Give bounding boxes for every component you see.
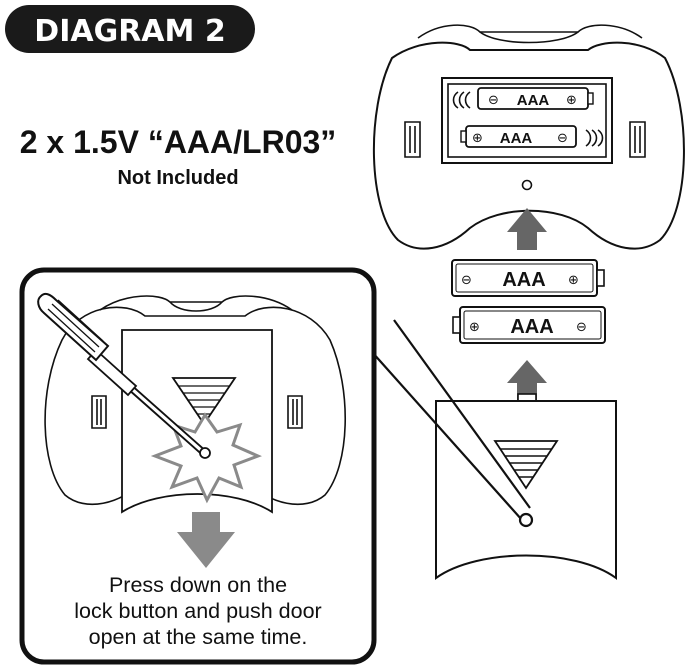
door-triangle-grip-icon bbox=[493, 440, 559, 490]
loose-battery-lower: ⊕ AAA ⊖ bbox=[452, 306, 606, 344]
battery-type-label: AAA bbox=[502, 269, 545, 291]
lock-button-icon bbox=[518, 512, 534, 528]
installed-battery-bottom: ⊕ AAA ⊖ bbox=[460, 125, 604, 148]
battery-spec-label: 2 x 1.5V “AAA/LR03” bbox=[20, 124, 337, 160]
minus-sign: ⊖ bbox=[488, 93, 499, 108]
instruction-line-1: Press down on the bbox=[109, 573, 287, 597]
battery-type-label: AAA bbox=[500, 130, 533, 147]
push-down-arrow-icon bbox=[177, 512, 235, 568]
instruction-line-2: lock button and push door bbox=[74, 599, 321, 623]
plus-sign: ⊕ bbox=[568, 273, 579, 288]
badge-label: DIAGRAM 2 bbox=[34, 14, 225, 49]
minus-sign: ⊖ bbox=[461, 273, 472, 288]
battery-type-label: AAA bbox=[510, 316, 553, 338]
lock-hole bbox=[521, 179, 533, 191]
insert-up-arrow-icon bbox=[507, 360, 547, 400]
not-included-note: Not Included bbox=[117, 167, 238, 189]
battery-door bbox=[435, 393, 617, 580]
left-grip-ridges bbox=[404, 121, 421, 158]
right-grip-ridges bbox=[629, 121, 646, 158]
insert-up-arrow-icon bbox=[507, 208, 547, 250]
callout-pointer bbox=[371, 319, 531, 521]
door-triangle-grip-icon bbox=[171, 377, 237, 426]
left-grip-ridges bbox=[91, 395, 107, 429]
battery-type-label: AAA bbox=[517, 92, 550, 109]
badge-background bbox=[5, 5, 255, 53]
spring-contact-icon bbox=[452, 91, 471, 109]
minus-sign: ⊖ bbox=[576, 320, 587, 335]
instruction-line-3: open at the same time. bbox=[89, 625, 308, 649]
plus-sign: ⊕ bbox=[566, 93, 577, 108]
installed-battery-top: ⊖ AAA ⊕ bbox=[452, 87, 594, 110]
minus-sign: ⊖ bbox=[557, 131, 568, 146]
battery-compartment bbox=[441, 77, 613, 164]
plus-sign: ⊕ bbox=[469, 320, 480, 335]
loose-battery-upper: ⊖ AAA ⊕ bbox=[451, 259, 605, 297]
screwdriver-icon bbox=[37, 292, 209, 456]
diagram-badge: DIAGRAM 2 bbox=[5, 5, 255, 53]
right-grip-ridges bbox=[287, 395, 303, 429]
spring-contact-icon bbox=[585, 129, 604, 147]
lock-button-icon bbox=[199, 447, 211, 459]
plus-sign: ⊕ bbox=[472, 131, 483, 146]
